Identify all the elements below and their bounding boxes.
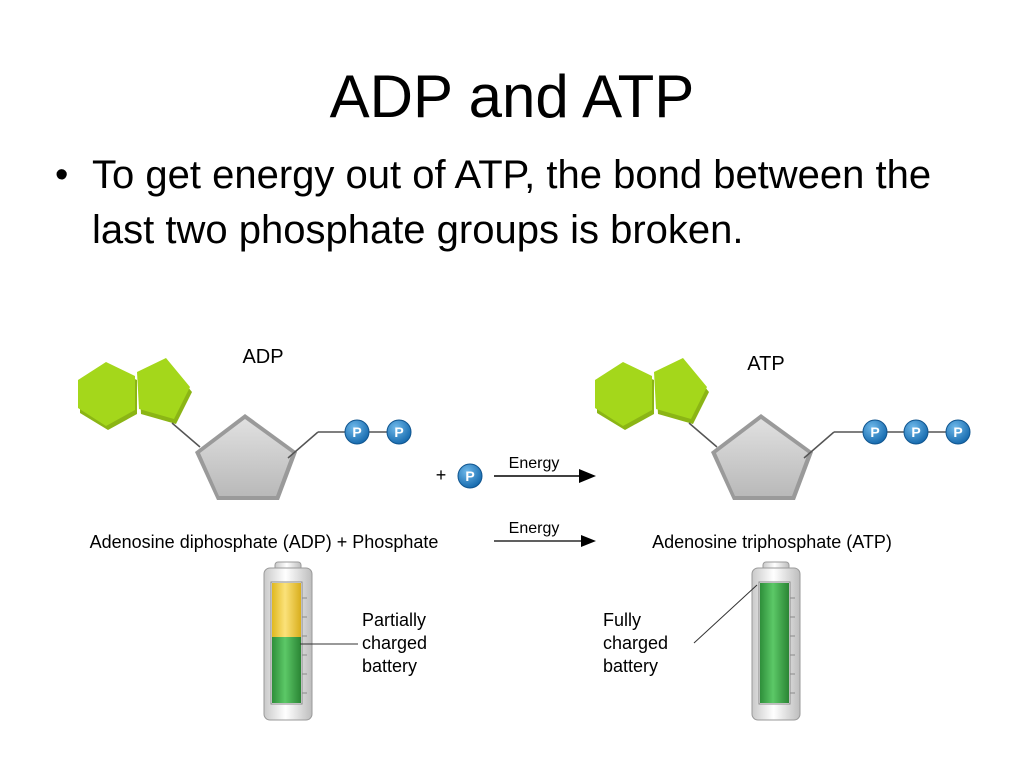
svg-text:P: P bbox=[870, 424, 879, 440]
ribose-link bbox=[171, 422, 201, 448]
slide-title: ADP and ATP bbox=[329, 63, 695, 130]
phosphate-group-icon: P bbox=[344, 419, 370, 445]
full-battery-label: Fully charged battery bbox=[603, 610, 673, 676]
free-phosphate-icon: P bbox=[457, 463, 483, 489]
adenine-rings bbox=[595, 358, 709, 430]
ribose-link bbox=[688, 422, 718, 448]
phosphate-group-icon: P bbox=[903, 419, 929, 445]
phosphate-group-icon: P bbox=[945, 419, 971, 445]
ribose-sugar bbox=[716, 419, 808, 496]
bullet-dot: • bbox=[55, 154, 69, 196]
atp-full-name: Adenosine triphosphate (ATP) bbox=[652, 532, 892, 552]
svg-text:P: P bbox=[394, 424, 403, 440]
svg-text:P: P bbox=[911, 424, 920, 440]
reaction-arrow-bottom bbox=[494, 535, 596, 547]
atp-molecule: P P P bbox=[595, 358, 971, 500]
full-battery-leader bbox=[693, 584, 758, 644]
phosphate-link bbox=[287, 431, 319, 459]
adenine-rings bbox=[78, 358, 192, 430]
adp-molecule: P P bbox=[78, 358, 412, 500]
battery-charge-level bbox=[272, 637, 301, 703]
atp-label: ATP bbox=[747, 353, 784, 375]
partial-battery-icon bbox=[263, 561, 313, 721]
phosphate-link bbox=[803, 431, 835, 459]
reaction-arrow-top bbox=[494, 469, 596, 483]
adp-label: ADP bbox=[242, 346, 283, 368]
full-battery-icon bbox=[751, 561, 801, 721]
bullet-text: To get energy out of ATP, the bond betwe… bbox=[92, 153, 932, 252]
energy-label-bottom: Energy bbox=[509, 520, 560, 537]
svg-text:P: P bbox=[352, 424, 361, 440]
phosphate-group-icon: P bbox=[862, 419, 888, 445]
svg-text:P: P bbox=[465, 468, 474, 484]
ribose-sugar bbox=[200, 419, 292, 496]
battery-empty-portion bbox=[272, 583, 301, 637]
plus-sign: + bbox=[436, 465, 447, 485]
battery-charge-level bbox=[760, 583, 789, 703]
partial-battery-label: Partially charged battery bbox=[362, 610, 432, 676]
phosphate-group-icon: P bbox=[386, 419, 412, 445]
adp-full-name: Adenosine diphosphate (ADP) + Phosphate bbox=[90, 532, 439, 552]
energy-label-top: Energy bbox=[509, 455, 560, 472]
svg-text:P: P bbox=[953, 424, 962, 440]
